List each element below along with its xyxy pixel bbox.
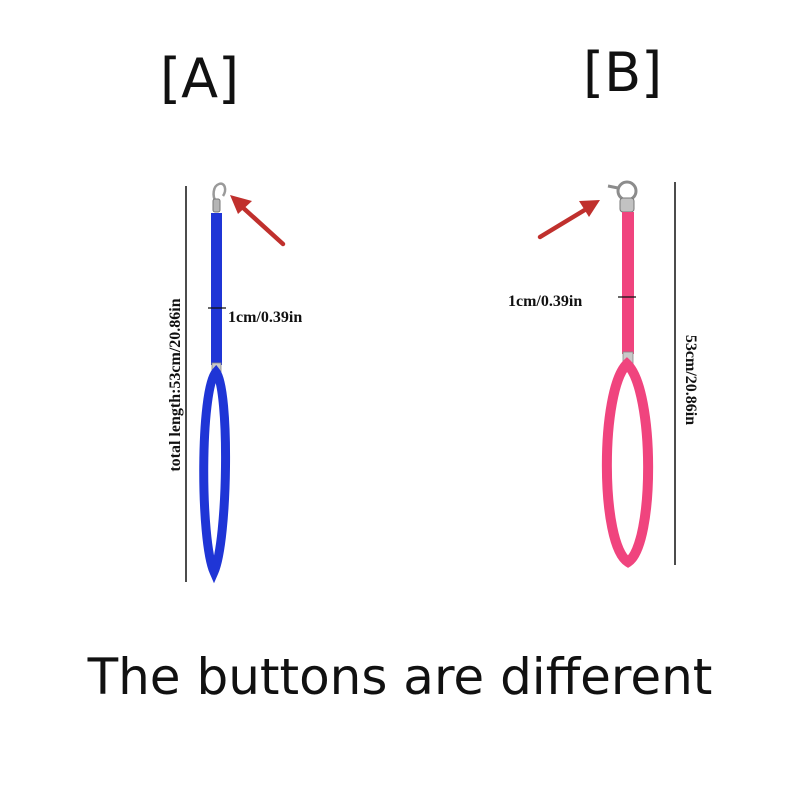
- caption: The buttons are different: [87, 648, 713, 706]
- loop-b: [601, 357, 654, 568]
- leash-b: [601, 180, 676, 568]
- strap-b: [622, 212, 634, 354]
- swivel-clasp-b: [607, 180, 638, 213]
- loop-a: [199, 364, 231, 584]
- label-a: [A]: [160, 47, 240, 110]
- arrow-a: [230, 195, 286, 247]
- length-label-b: 53cm/20.86in: [682, 334, 699, 426]
- width-label-b: 1cm/0.39in: [508, 293, 583, 310]
- snap-hook-a: [212, 182, 227, 213]
- label-b: [B]: [583, 41, 663, 104]
- length-label-a: total length:53cm/20.86in: [167, 298, 184, 472]
- arrow-b: [537, 200, 600, 240]
- leash-a: [185, 182, 231, 584]
- width-label-a: 1cm/0.39in: [228, 309, 303, 326]
- strap-a: [211, 213, 222, 365]
